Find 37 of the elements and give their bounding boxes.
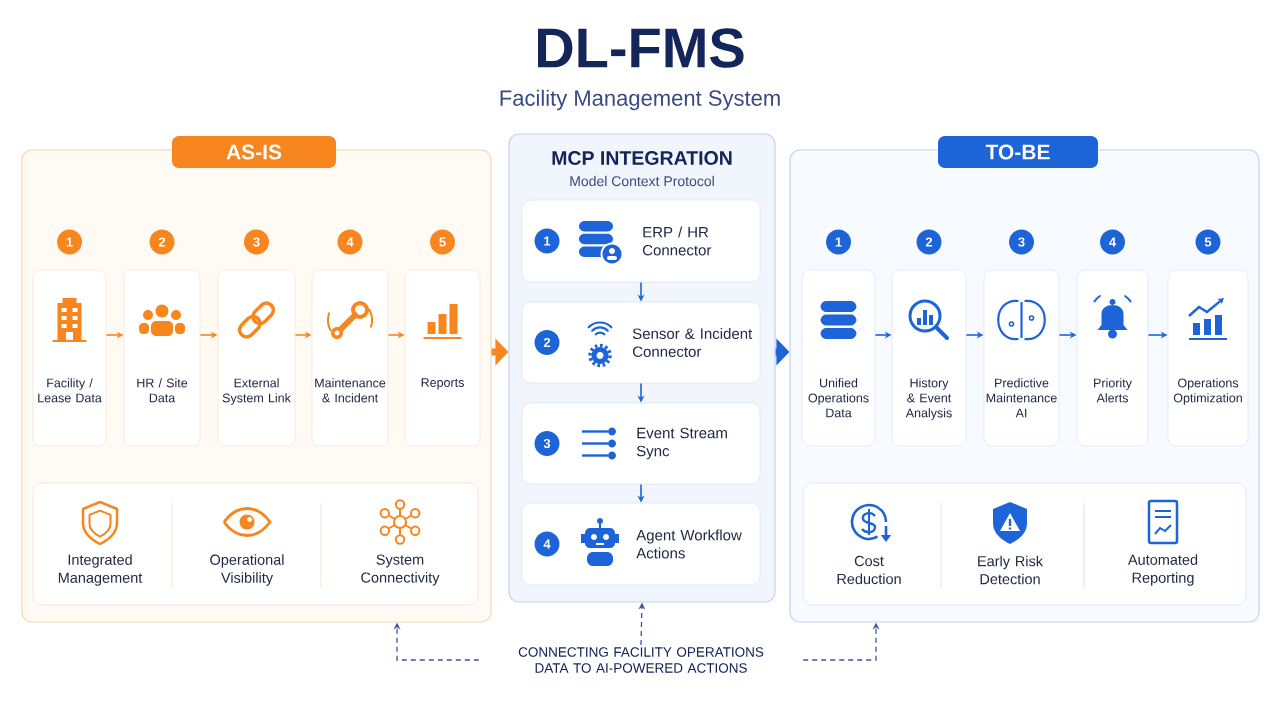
step-card: Priority Alerts bbox=[1076, 269, 1149, 447]
step-card: Predictive Maintenance AI bbox=[983, 269, 1060, 447]
step-number: 1 bbox=[826, 229, 851, 255]
step-number: 3 bbox=[1009, 229, 1034, 255]
step-number: 2 bbox=[534, 330, 560, 355]
step-card: Maintenance & Incident bbox=[311, 269, 389, 447]
step-number: 3 bbox=[244, 229, 269, 255]
panel-subtitle: Model Context Protocol bbox=[570, 175, 714, 187]
step-number: 5 bbox=[430, 229, 455, 255]
feature-label: Automated Reporting bbox=[1127, 554, 1198, 586]
step-card: Reports bbox=[404, 269, 481, 447]
step-number: 1 bbox=[534, 228, 560, 254]
feature-label: Integrated Management bbox=[58, 554, 143, 586]
step-card: Facility / Lease Data bbox=[32, 269, 107, 447]
step-card: HR / Site Data bbox=[123, 269, 201, 447]
step-number: 4 bbox=[337, 229, 363, 255]
panel-title: MCP INTEGRATION bbox=[552, 151, 732, 165]
step-card: External System Link bbox=[217, 269, 296, 447]
subtitle: Facility Management System bbox=[500, 89, 780, 111]
section-tab: TO-BE bbox=[938, 136, 1098, 168]
step-number: 4 bbox=[1100, 229, 1125, 255]
step-number: 2 bbox=[916, 229, 942, 255]
feature-label: Operational Visibility bbox=[210, 554, 284, 586]
step-number: 4 bbox=[534, 531, 560, 557]
step-number: 1 bbox=[57, 229, 82, 255]
feature-label: Cost Reduction bbox=[837, 555, 901, 585]
step-number: 3 bbox=[534, 431, 560, 456]
step-card: History & Event Analysis bbox=[891, 269, 967, 447]
feature-label: System Connectivity bbox=[361, 554, 440, 586]
note-text: CONNECTING FACILITY OPERATIONS DATA TO AI-POWERED ACTIONS bbox=[518, 647, 764, 673]
step-card: Operations Optimization bbox=[1167, 269, 1249, 447]
step-card: Unified Operations Data bbox=[801, 269, 876, 447]
section-tab: AS-IS bbox=[172, 136, 336, 168]
step-number: 5 bbox=[1195, 229, 1221, 255]
feature-label: Early Risk Detection bbox=[978, 555, 1044, 585]
step-number: 2 bbox=[149, 229, 175, 255]
title: DL-FMS bbox=[538, 28, 744, 68]
